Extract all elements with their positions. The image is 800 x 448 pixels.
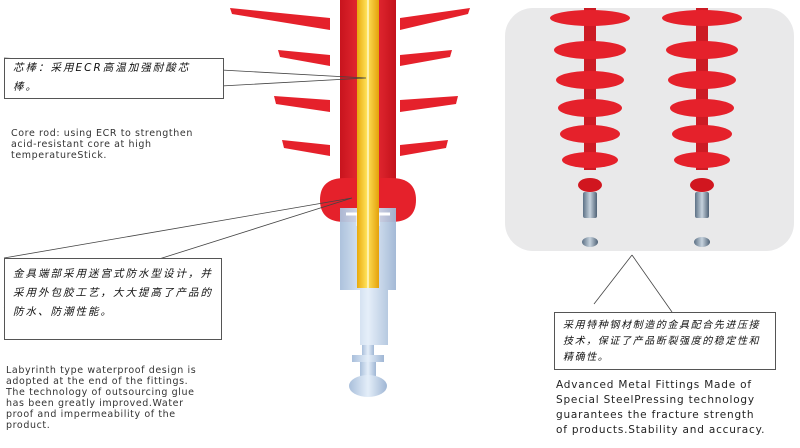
end-fitting bbox=[349, 345, 387, 397]
fittings-note-en: Advanced Metal Fittings Made of Special … bbox=[556, 379, 766, 436]
core-rod-note-cn: 芯棒：采用ECR高温加强耐酸芯棒。 bbox=[13, 62, 191, 93]
core-rod-note-en: Core rod: using ECR to strengthen acid-r… bbox=[11, 128, 193, 161]
insulator-cutaway bbox=[230, 0, 470, 397]
insulator-photo-left bbox=[550, 8, 630, 247]
waterproof-note-box: 金具端部采用迷宫式防水型设计，并采用外包胶工艺，大大提高了产品的防水、防潮性能。 bbox=[4, 258, 222, 340]
shed-fins bbox=[230, 8, 470, 156]
core-rod-note-box: 芯棒：采用ECR高温加强耐酸芯棒。 bbox=[4, 58, 224, 99]
product-photo bbox=[505, 8, 794, 251]
fittings-note-box: 采用特种钢材制造的金具配合先进压接技术，保证了产品断裂强度的稳定性和精确性。 bbox=[554, 312, 776, 370]
fittings-note-cn: 采用特种钢材制造的金具配合先进压接技术，保证了产品断裂强度的稳定性和精确性。 bbox=[563, 320, 761, 363]
leader-lines-right bbox=[593, 254, 673, 313]
insulator-photo-right bbox=[662, 8, 742, 247]
waterproof-note-cn: 金具端部采用迷宫式防水型设计，并采用外包胶工艺，大大提高了产品的防水、防潮性能。 bbox=[13, 268, 213, 318]
waterproof-note-en: Labyrinth type waterproof design is adop… bbox=[6, 365, 197, 431]
photo-background bbox=[505, 8, 794, 251]
